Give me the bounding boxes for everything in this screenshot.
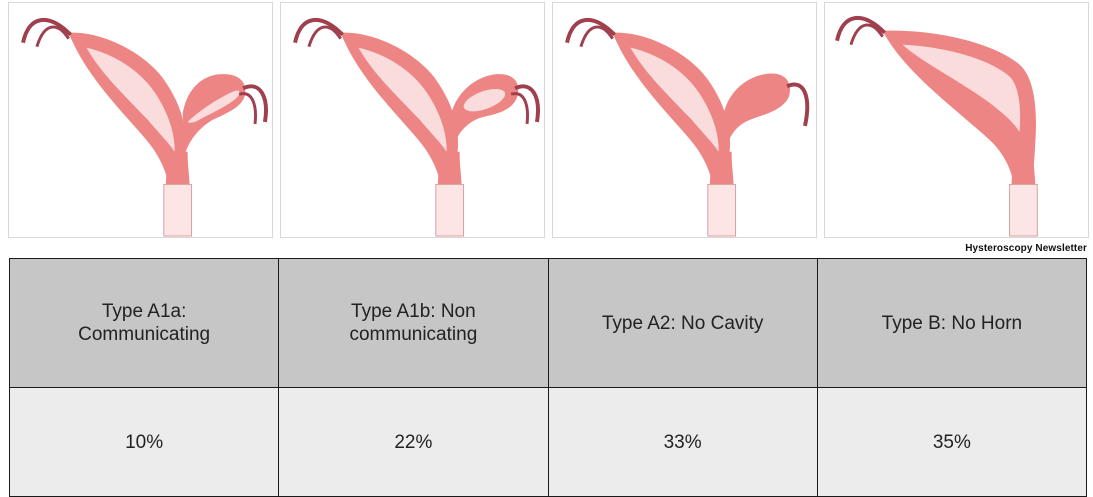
cell-pct-a1a: 10% bbox=[8, 387, 280, 497]
table-row-types: Type A1a: Communicating Type A1b: Non co… bbox=[8, 258, 1088, 388]
diagram-type-a2 bbox=[552, 2, 817, 238]
uterus-type-b-illustration bbox=[835, 15, 1038, 237]
cell-type-a1a: Type A1a: Communicating bbox=[8, 258, 280, 388]
source-credit: Hysteroscopy Newsletter bbox=[965, 243, 1087, 254]
cell-pct-a1b: 22% bbox=[278, 387, 549, 497]
uterus-type-a2-illustration bbox=[565, 17, 810, 237]
uterus-type-a1b-illustration bbox=[293, 17, 540, 237]
diagram-type-a1a bbox=[8, 2, 273, 238]
cell-type-a2: Type A2: No Cavity bbox=[547, 258, 818, 388]
diagram-type-a1b bbox=[280, 2, 545, 238]
cell-type-a1b: Type A1b: Non communicating bbox=[278, 258, 549, 388]
uterus-diagrams bbox=[8, 2, 1089, 240]
classification-table: Type A1a: Communicating Type A1b: Non co… bbox=[8, 258, 1088, 497]
table-row-percentages: 10% 22% 33% 35% bbox=[8, 387, 1088, 497]
diagram-type-b bbox=[824, 2, 1089, 238]
uterus-type-a1a-illustration bbox=[21, 17, 268, 237]
cell-type-b: Type B: No Horn bbox=[816, 258, 1088, 388]
cell-pct-b: 35% bbox=[816, 387, 1088, 497]
cell-pct-a2: 33% bbox=[547, 387, 818, 497]
